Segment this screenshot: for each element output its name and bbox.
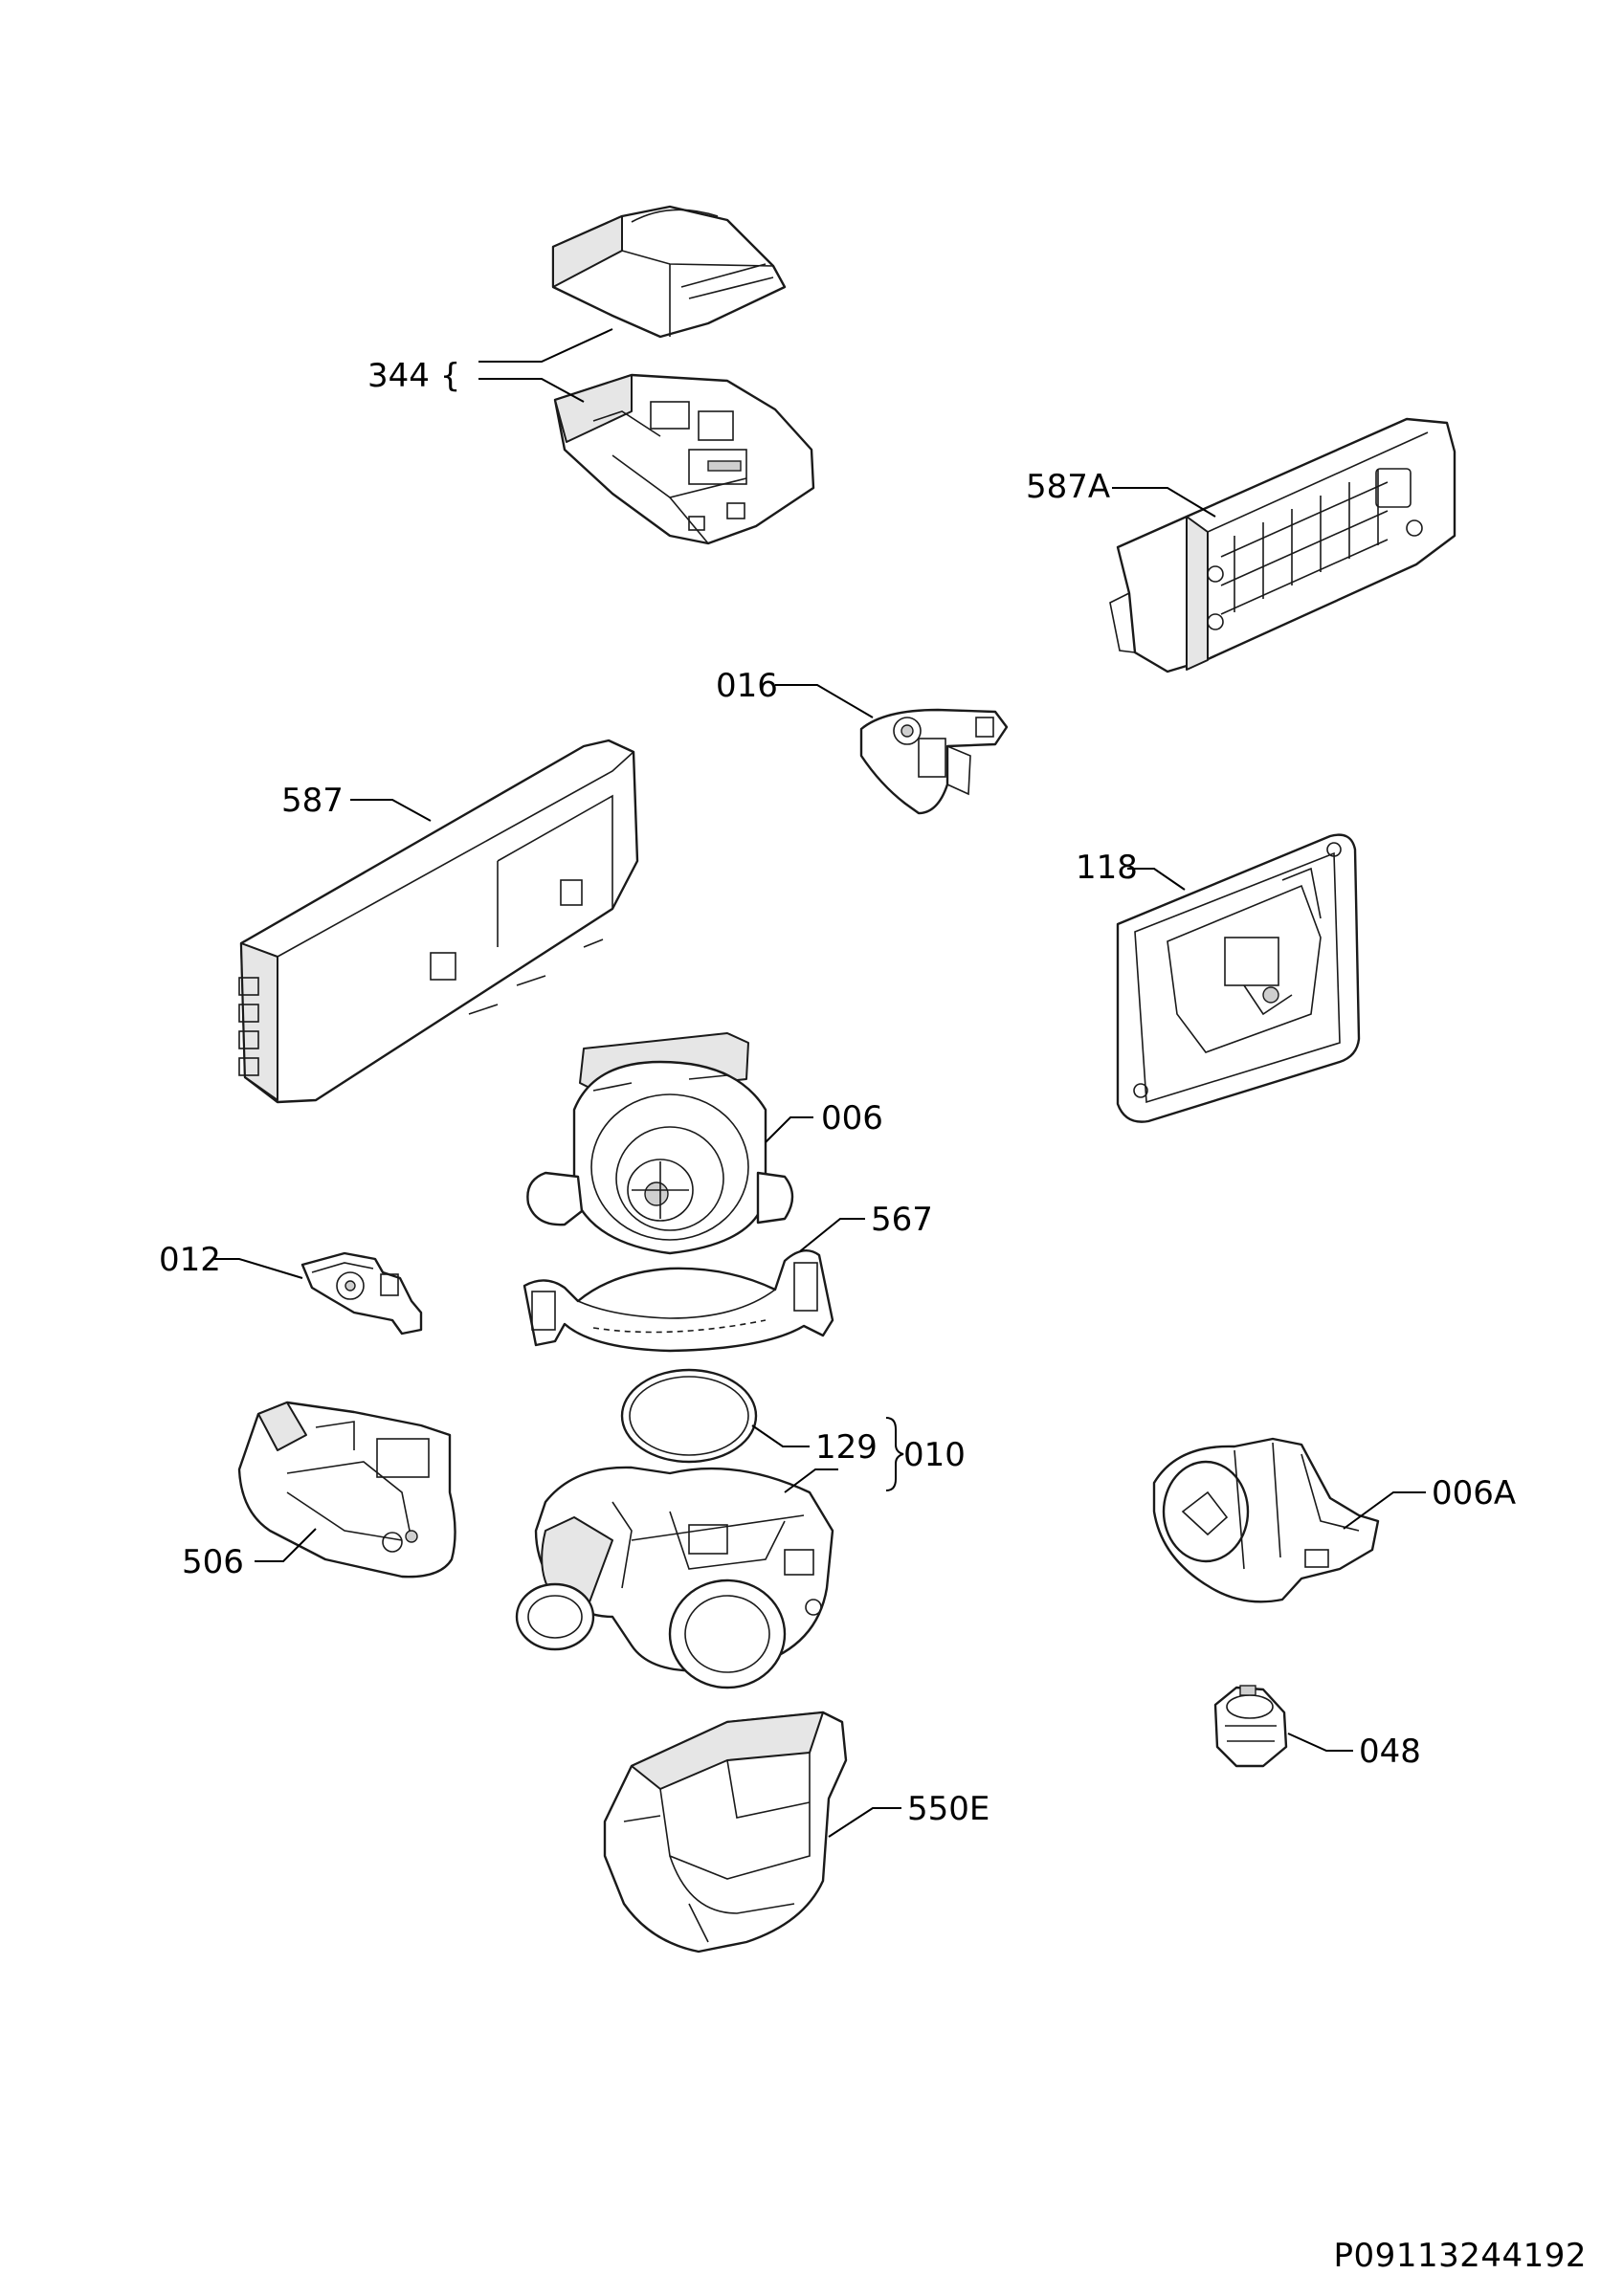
label-118: 118 <box>1076 849 1138 887</box>
label-006a: 006A <box>1432 1474 1516 1512</box>
leader-587a <box>1112 487 1216 518</box>
part-118 <box>1116 833 1361 1123</box>
leader-048 <box>1287 1733 1353 1752</box>
part-587a <box>1109 417 1456 673</box>
label-344: 344 { <box>367 357 460 395</box>
label-550e: 550E <box>907 1790 989 1828</box>
part-550e <box>603 1711 848 1954</box>
brace-010 <box>885 1417 904 1491</box>
part-012 <box>300 1251 423 1336</box>
label-010: 010 <box>903 1436 966 1474</box>
leader-506 <box>255 1528 317 1562</box>
part-587 <box>238 739 639 1104</box>
label-129: 129 <box>815 1428 878 1467</box>
leader-012 <box>214 1258 303 1279</box>
part-567 <box>522 1249 834 1353</box>
label-506: 506 <box>182 1543 244 1581</box>
label-567: 567 <box>871 1201 933 1239</box>
leader-587 <box>350 799 432 822</box>
leader-006a <box>1343 1491 1426 1530</box>
part-506 <box>237 1401 456 1578</box>
leader-118 <box>1127 868 1186 891</box>
leader-016 <box>775 684 874 718</box>
part-344-module <box>553 373 815 545</box>
part-016 <box>859 708 1009 815</box>
label-587a: 587A <box>1026 468 1110 506</box>
part-129 <box>620 1368 758 1464</box>
label-006: 006 <box>821 1099 883 1137</box>
leader-567 <box>799 1218 865 1252</box>
part-006a <box>1152 1437 1380 1603</box>
label-012: 012 <box>159 1241 221 1279</box>
label-587: 587 <box>281 782 344 820</box>
leader-550e <box>828 1807 901 1838</box>
part-010-pump <box>515 1466 834 1689</box>
part-048 <box>1213 1685 1288 1768</box>
document-id: P09113244192 <box>1333 2237 1587 2275</box>
label-048: 048 <box>1359 1733 1421 1771</box>
leader-010-body <box>784 1468 838 1493</box>
leader-006 <box>765 1116 813 1143</box>
leader-129 <box>751 1424 810 1447</box>
part-006 <box>526 1032 794 1255</box>
label-016: 016 <box>716 667 778 705</box>
part-344-cover <box>551 205 787 339</box>
leader-344 <box>478 328 613 403</box>
